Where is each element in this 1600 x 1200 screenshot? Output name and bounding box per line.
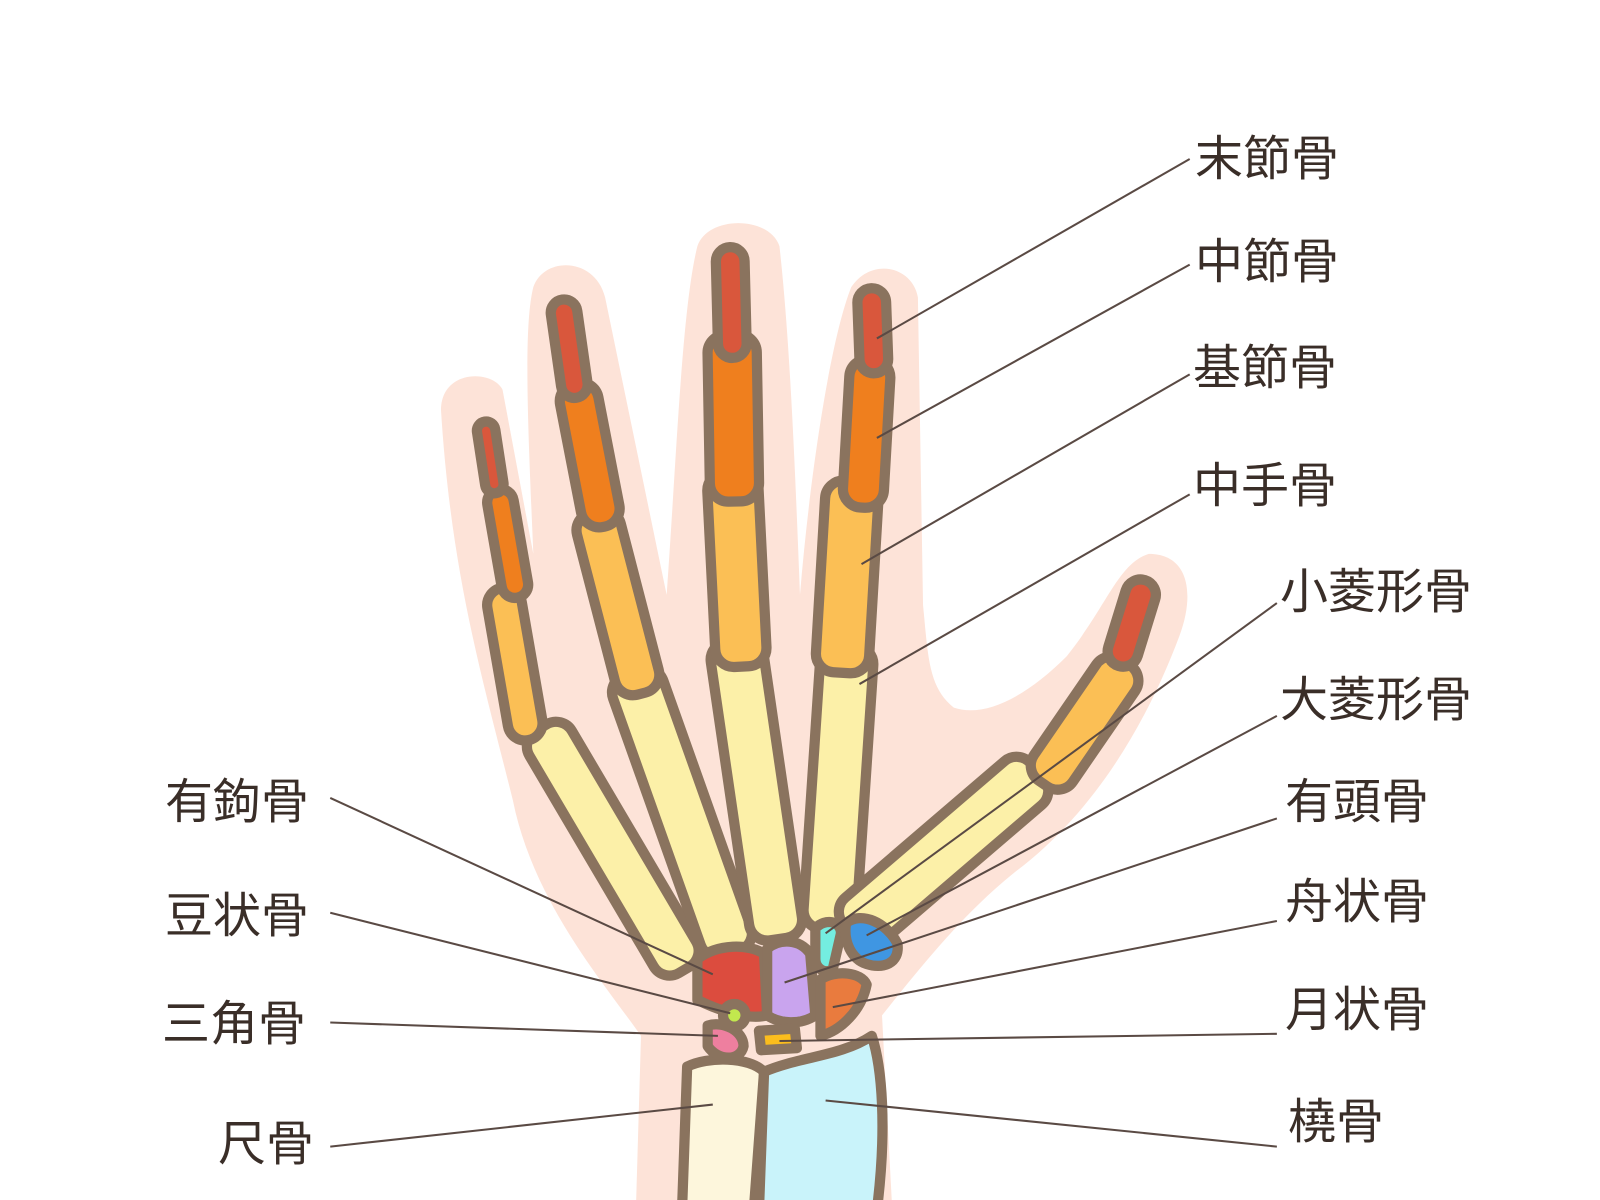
label-proximal-phalanx: 基節骨 (1193, 340, 1337, 396)
label-hamate: 有鉤骨 (165, 774, 309, 830)
distal-phalanx-thumb (1102, 574, 1161, 672)
leader-line-scaphoid (832, 919, 1278, 1009)
distal-phalanx-index (852, 283, 894, 379)
leader-line-capitate (784, 817, 1278, 984)
leader-line-radius (825, 1099, 1277, 1148)
label-metacarpal: 中手骨 (1193, 458, 1337, 514)
capitate-bone (762, 936, 821, 1028)
leader-line-pisiform (329, 911, 731, 1015)
distal-phalanx-ring (545, 294, 593, 404)
label-lunate: 月状骨 (1285, 982, 1429, 1038)
label-radius: 橈骨 (1288, 1094, 1384, 1150)
label-middle-phalanx: 中節骨 (1195, 234, 1339, 290)
label-trapezium: 大菱形骨 (1280, 672, 1472, 728)
label-pisiform: 豆状骨 (165, 888, 309, 944)
leader-line-ulna (330, 1103, 713, 1148)
ulna-bone (677, 1054, 770, 1200)
trapezium-bone (840, 913, 903, 972)
distal-phalanx-little (471, 416, 509, 499)
label-ulna: 尺骨 (218, 1116, 314, 1172)
pisiform-bone (717, 999, 751, 1032)
leader-line-trapezium (866, 714, 1278, 937)
leader-line-metacarpal (858, 493, 1191, 685)
label-capitate: 有頭骨 (1285, 774, 1429, 830)
trapezoid-bone (810, 916, 847, 977)
label-trapezoid: 小菱形骨 (1280, 564, 1472, 620)
leader-line-hamate (329, 796, 714, 976)
leader-line-distal-phalanx (876, 158, 1191, 340)
leader-line-proximal-phalanx (860, 373, 1191, 565)
lunate-bone (753, 1023, 803, 1056)
distal-phalanx-middle (710, 242, 752, 364)
label-triquetrum: 三角骨 (162, 996, 306, 1052)
label-distal-phalanx: 末節骨 (1195, 131, 1339, 187)
radius-bone (754, 1030, 888, 1200)
leader-line-triquetrum (330, 1021, 718, 1037)
leader-line-lunate (779, 1032, 1277, 1043)
leader-line-trapezoid (825, 602, 1278, 935)
leader-line-middle-phalanx (876, 263, 1191, 439)
label-scaphoid: 舟状骨 (1285, 874, 1429, 930)
